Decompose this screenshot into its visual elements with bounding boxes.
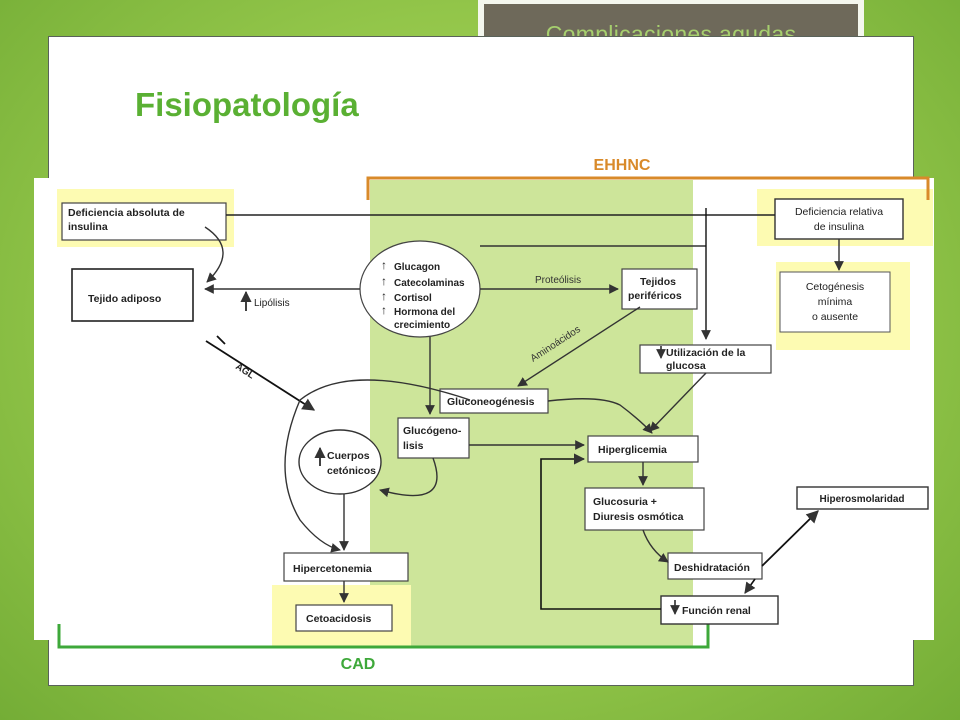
fatty-acids-indicator-stem bbox=[216, 335, 226, 345]
node-hormones-line5: crecimiento bbox=[394, 320, 450, 331]
node-glycogenolysis bbox=[397, 417, 470, 459]
node-absolute-deficiency bbox=[61, 202, 227, 241]
node-ketone-bodies-line2: cetónicos bbox=[327, 465, 376, 477]
node-absolute-deficiency-line1: Deficiencia absoluta de bbox=[68, 207, 185, 219]
cad-bracket bbox=[57, 624, 710, 649]
node-relative-deficiency-line1: Deficiencia relativa bbox=[795, 206, 883, 218]
node-dehydration-label: Deshidratación bbox=[674, 562, 750, 574]
node-glucose-use-line1: Utilización de la bbox=[666, 347, 746, 359]
hormone-arrow-1: ↑ bbox=[381, 258, 387, 272]
node-hyperketonemia bbox=[283, 552, 409, 582]
node-hormones-line2: Catecolaminas bbox=[394, 278, 465, 289]
node-hyperglycemia bbox=[587, 435, 699, 463]
node-gluconeogenesis-label: Gluconeogénesis bbox=[447, 396, 535, 408]
node-relative-deficiency-line2: de insulina bbox=[814, 221, 864, 233]
edge-gluconeogenesis-to-hyperglycemia bbox=[547, 398, 653, 434]
node-peripheral-tissues-line2: periféricos bbox=[628, 290, 682, 302]
edge-peripheral-to-gluconeogenesis bbox=[517, 306, 641, 387]
edge-glucose-use-to-hyperglycemia bbox=[649, 372, 707, 432]
node-hormones-line1: Glucagon bbox=[394, 262, 440, 273]
edge-loop-to-hyperketonemia bbox=[284, 379, 471, 553]
slide-title: Fisiopatología bbox=[135, 86, 359, 123]
node-glycosuria bbox=[584, 487, 705, 531]
edge-adipose-to-ketones bbox=[205, 340, 316, 411]
node-renal-function bbox=[660, 595, 779, 625]
node-absolute-deficiency-line2: insulina bbox=[68, 221, 108, 233]
node-hyperosmolarity-label: Hiperosmolaridad bbox=[819, 494, 904, 505]
node-hyperosmolarity bbox=[796, 486, 929, 510]
ehhnc-label: EHHNC bbox=[594, 157, 651, 174]
node-ketone-bodies-line1: Cuerpos bbox=[327, 450, 370, 462]
node-ketogenesis-line1: Cetogénesis bbox=[806, 281, 864, 293]
edge-label-proteolysis: Proteólisis bbox=[535, 275, 581, 286]
node-glucose-use-line2: glucosa bbox=[666, 360, 706, 372]
node-ketogenesis-line2: mínima bbox=[818, 296, 853, 308]
edge-glycosuria-to-dehydration bbox=[642, 529, 669, 563]
node-glycogenolysis-line1: Glucógeno- bbox=[403, 425, 462, 437]
node-hormones-line3: Cortisol bbox=[394, 293, 432, 304]
node-hormones-line4: Hormona del bbox=[394, 307, 455, 318]
node-adipose-tissue-label: Tejido adiposo bbox=[88, 293, 161, 305]
node-hyperketonemia-label: Hipercetonemia bbox=[293, 563, 372, 575]
hormone-arrow-3: ↑ bbox=[381, 289, 387, 303]
hormone-arrow-4: ↑ bbox=[381, 303, 387, 317]
node-renal-function-label: Función renal bbox=[682, 605, 751, 617]
node-ketogenesis-line3: o ausente bbox=[812, 311, 858, 323]
edge-glycogenolysis-to-ketones bbox=[379, 457, 438, 498]
cad-label: CAD bbox=[341, 656, 376, 673]
node-peripheral-tissues-line1: Tejidos bbox=[640, 276, 676, 288]
node-ketogenesis bbox=[779, 271, 891, 333]
edge-dehydration-to-renal bbox=[744, 578, 756, 594]
node-glycosuria-line1: Glucosuria + bbox=[593, 496, 657, 508]
node-ketoacidosis-label: Cetoacidosis bbox=[306, 613, 372, 625]
edge-deficiency-to-adipose bbox=[204, 226, 224, 283]
edge-renal-to-hyperglycemia bbox=[540, 453, 661, 610]
edge-label-lipolysis: Lipólisis bbox=[254, 298, 290, 309]
node-hyperglycemia-label: Hiperglicemia bbox=[598, 444, 667, 456]
ehhnc-bracket bbox=[366, 176, 930, 200]
hormone-arrow-2: ↑ bbox=[381, 274, 387, 288]
node-glycosuria-line2: Diuresis osmótica bbox=[593, 511, 684, 523]
node-ketoacidosis bbox=[295, 604, 393, 632]
node-glycogenolysis-line2: lisis bbox=[403, 440, 424, 452]
node-ketone-bodies bbox=[298, 429, 382, 495]
edge-dehydration-to-hyperosmolarity bbox=[761, 510, 819, 567]
node-peripheral-tissues bbox=[621, 268, 698, 310]
node-adipose-tissue bbox=[71, 268, 194, 322]
node-relative-deficiency bbox=[774, 198, 904, 240]
node-dehydration bbox=[667, 552, 763, 580]
